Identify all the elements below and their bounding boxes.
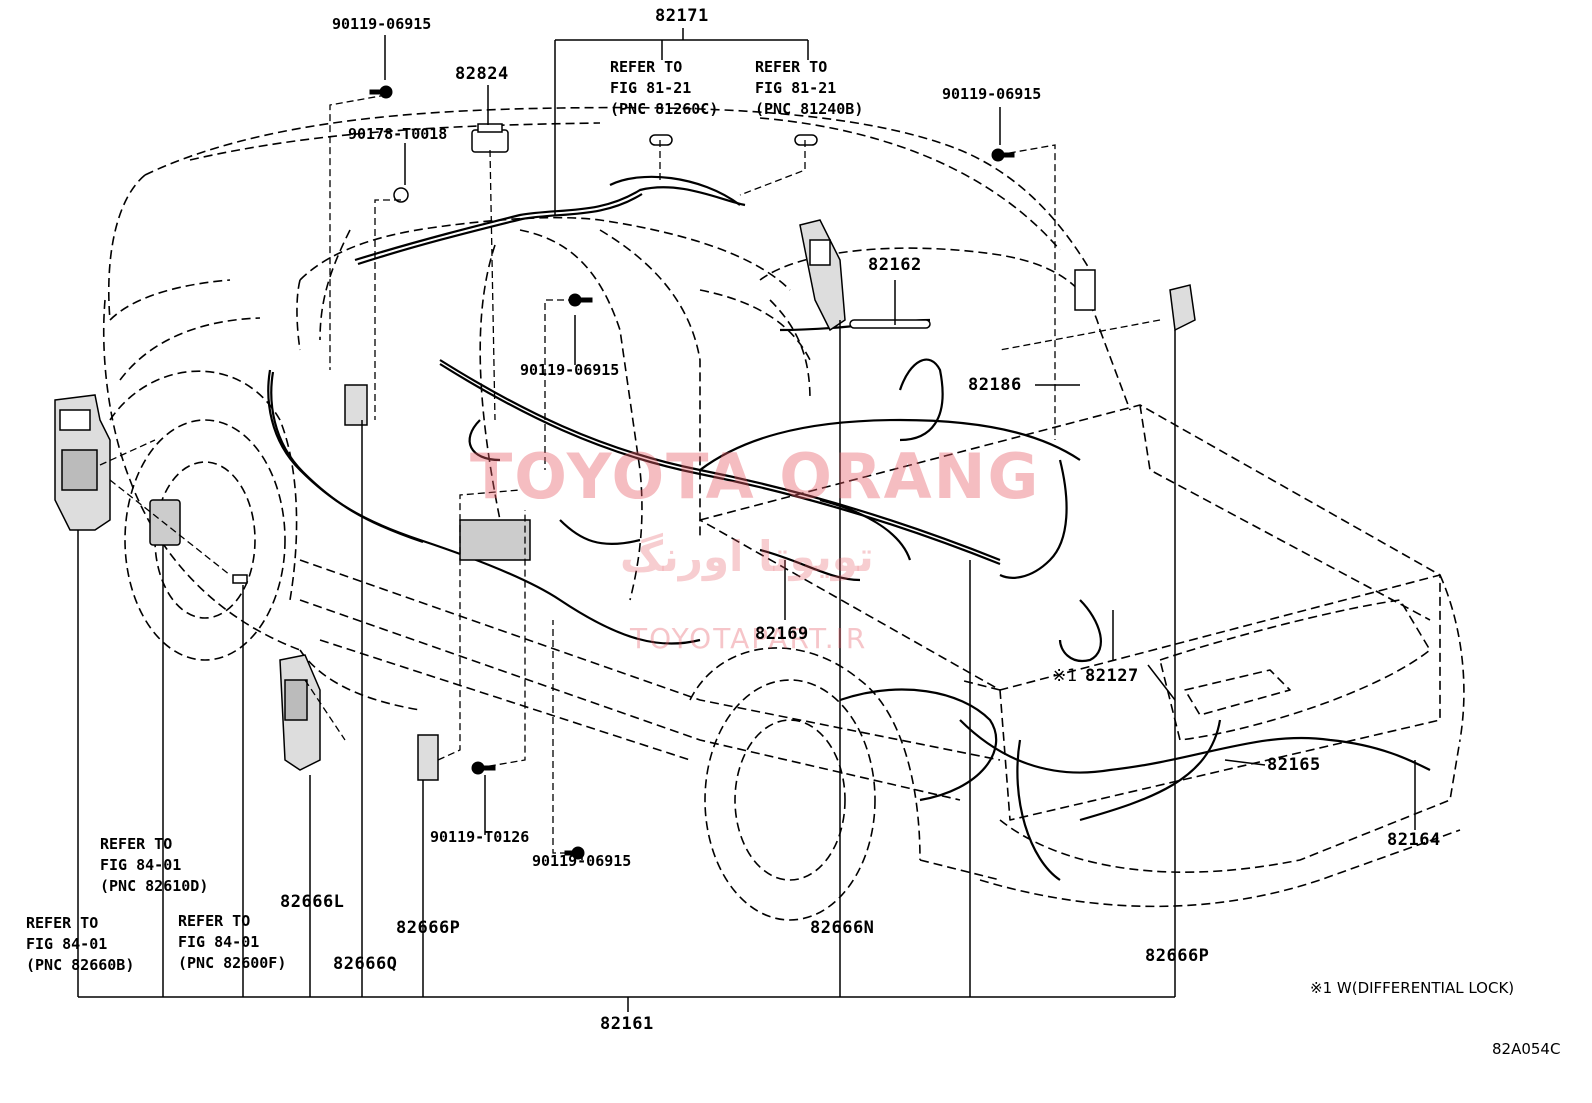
label-82127: 82127 — [1085, 666, 1139, 686]
harness-rear — [839, 688, 998, 802]
refer-fig-81-21-b: REFER TO FIG 81-21 (PNC 81240B) — [755, 58, 864, 118]
relay-block — [149, 499, 181, 546]
harness-roof — [354, 186, 746, 262]
label-82161: 82161 — [600, 1014, 654, 1034]
label-grommet: 90178-T0018 — [348, 125, 448, 143]
refer-fig-84-01-f: REFER TO FIG 84-01 (PNC 82600F) — [178, 912, 287, 972]
bracket-82162 — [799, 219, 846, 332]
refer-fig-84-01-d: REFER TO FIG 84-01 (PNC 82610D) — [100, 835, 209, 895]
label-82666N: 82666N — [810, 918, 875, 938]
label-82666P-right: 82666P — [1145, 946, 1210, 966]
label-bolt-low: 90119-06915 — [532, 852, 632, 870]
front-door-outline — [519, 229, 643, 601]
refer-fig-81-21-c: REFER TO FIG 81-21 (PNC 81260C) — [610, 58, 719, 118]
label-82171: 82171 — [655, 6, 709, 26]
connector-82824 — [471, 129, 509, 153]
label-bolt-top-left: 90119-06915 — [332, 15, 432, 33]
label-82666Q: 82666Q — [333, 954, 398, 974]
label-82127-mark: ※1 — [1052, 666, 1078, 686]
label-82666P-left: 82666P — [396, 918, 461, 938]
label-82169: 82169 — [755, 624, 809, 644]
harness-left-body — [267, 369, 701, 645]
figure-code: 82A054C — [1492, 1040, 1561, 1058]
roof-outline — [144, 106, 1091, 271]
label-82165: 82165 — [1267, 755, 1321, 775]
footnote-differential-lock: ※1 W(DIFFERENTIAL LOCK) — [1310, 979, 1515, 997]
grommet-icon — [393, 187, 409, 203]
label-bolt-top-right: 90119-06915 — [942, 85, 1042, 103]
label-bolt-mid: 90119-06915 — [520, 361, 620, 379]
label-82666L: 82666L — [280, 892, 345, 912]
watermark-site: TOYOTAPART.IR — [630, 622, 868, 655]
watermark-persian: تویوتا اورنگ — [620, 532, 874, 581]
watermark-brand: TOYOTA ORANG — [470, 440, 1041, 513]
refer-fig-84-01-b: REFER TO FIG 84-01 (PNC 82660B) — [26, 914, 135, 974]
label-82164: 82164 — [1387, 830, 1441, 850]
label-82186: 82186 — [968, 375, 1022, 395]
sensor-82666P-right — [1169, 284, 1196, 332]
label-82824: 82824 — [455, 64, 509, 84]
label-82162: 82162 — [868, 255, 922, 275]
label-bolt-t0126: 90119-T0126 — [430, 828, 530, 846]
